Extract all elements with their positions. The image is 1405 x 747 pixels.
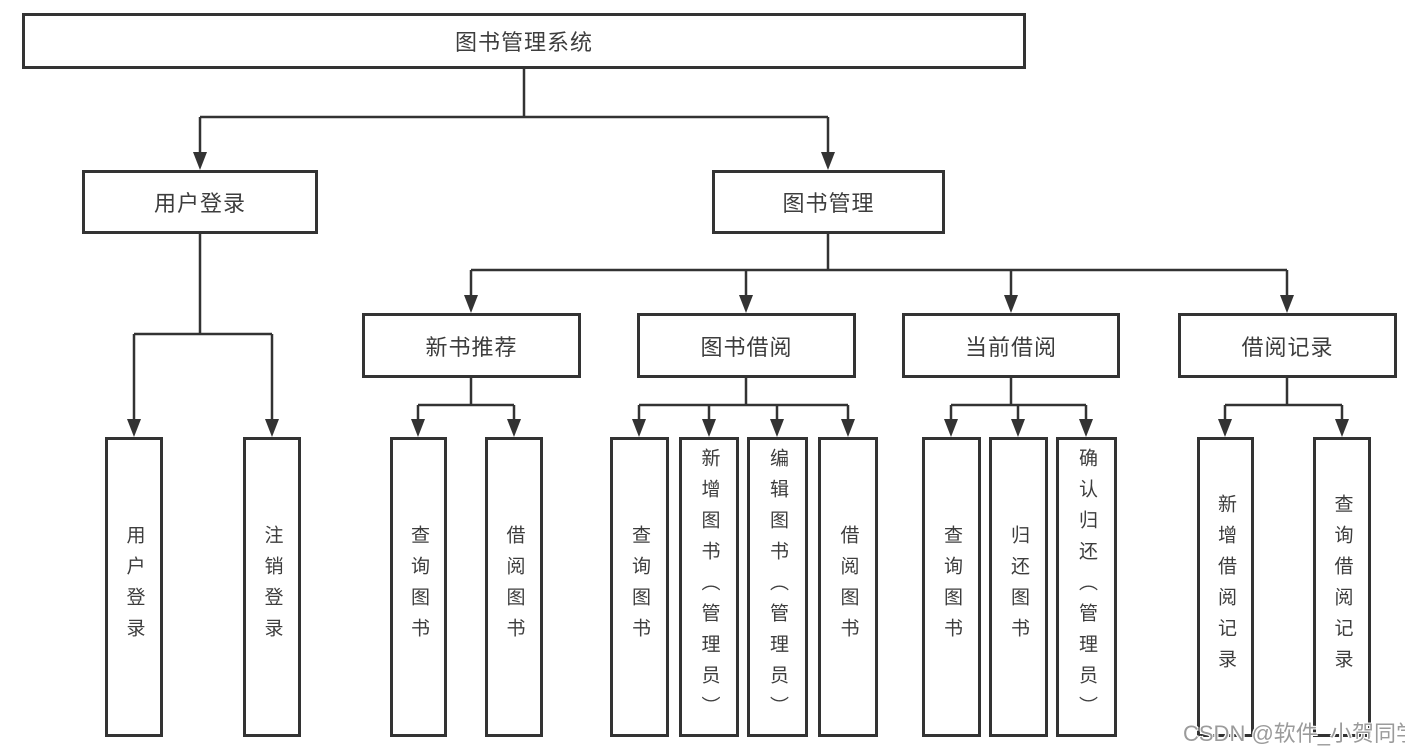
arrowhead — [770, 419, 784, 437]
node-label: 归还图书 — [1008, 525, 1029, 649]
node-label: 用户登录 — [123, 525, 145, 649]
node-module-current-borrowing: 当前借阅 — [902, 313, 1120, 378]
node-root-system: 图书管理系统 — [22, 13, 1026, 69]
node-module-new-book-recommend: 新书推荐 — [362, 313, 581, 378]
arrowhead — [632, 419, 646, 437]
leaf-logout: 注销登录 — [243, 437, 301, 737]
arrowhead — [841, 419, 855, 437]
node-label: 图书借阅 — [700, 334, 793, 360]
node-label: 新增借阅记录 — [1215, 494, 1236, 680]
arrowhead — [1280, 295, 1294, 313]
arrowhead — [1011, 419, 1025, 437]
node-label: 新增图书（管理员） — [698, 447, 720, 727]
node-label: 查询图书 — [629, 525, 650, 649]
leaf-query-books-borrowing: 查询图书 — [610, 437, 669, 737]
arrowhead — [821, 152, 835, 170]
leaf-borrow-books-borrowing: 借阅图书 — [818, 437, 878, 737]
leaf-return-books: 归还图书 — [989, 437, 1048, 737]
arrowhead — [702, 419, 716, 437]
node-label: 新书推荐 — [425, 334, 518, 360]
node-label: 图书管理 — [782, 191, 875, 216]
arrowhead — [944, 419, 958, 437]
node-label: 当前借阅 — [964, 334, 1057, 360]
node-label: 借阅记录 — [1241, 334, 1334, 360]
node-label: 查询借阅记录 — [1331, 494, 1353, 680]
node-label: 借阅图书 — [837, 525, 859, 649]
arrowhead — [411, 419, 425, 437]
arrowhead — [1004, 295, 1018, 313]
arrowhead — [1218, 419, 1232, 437]
leaf-add-books-admin: 新增图书（管理员） — [679, 437, 739, 737]
arrowhead — [193, 152, 207, 170]
node-label: 确认归还（管理员） — [1076, 447, 1097, 727]
arrowhead — [739, 295, 753, 313]
leaf-edit-books-admin: 编辑图书（管理员） — [747, 437, 808, 737]
arrowhead — [507, 419, 521, 437]
arrowhead — [127, 419, 141, 437]
node-label: 编辑图书（管理员） — [767, 447, 788, 727]
node-label: 查询图书 — [941, 525, 962, 649]
node-label: 借阅图书 — [503, 525, 525, 649]
node-module-book-borrowing: 图书借阅 — [637, 313, 856, 378]
leaf-borrow-books-recommend: 借阅图书 — [485, 437, 543, 737]
arrowhead — [464, 295, 478, 313]
node-branch-book-management: 图书管理 — [712, 170, 945, 234]
node-label: 用户登录 — [153, 191, 246, 216]
arrowhead — [265, 419, 279, 437]
node-label: 注销登录 — [261, 525, 283, 649]
leaf-query-borrow-record: 查询借阅记录 — [1313, 437, 1371, 737]
leaf-query-books-current: 查询图书 — [922, 437, 981, 737]
node-label: 查询图书 — [408, 525, 429, 649]
node-module-borrowing-records: 借阅记录 — [1178, 313, 1397, 378]
arrowhead — [1335, 419, 1349, 437]
leaf-confirm-return-admin: 确认归还（管理员） — [1056, 437, 1117, 737]
leaf-query-books-recommend: 查询图书 — [390, 437, 447, 737]
arrowhead — [1079, 419, 1093, 437]
node-label: 图书管理系统 — [454, 30, 593, 55]
node-branch-user-login: 用户登录 — [82, 170, 318, 234]
leaf-user-login: 用户登录 — [105, 437, 163, 737]
csdn-watermark: CSDN @软件_小贺同学 — [1183, 721, 1405, 746]
leaf-add-borrow-record: 新增借阅记录 — [1197, 437, 1254, 737]
